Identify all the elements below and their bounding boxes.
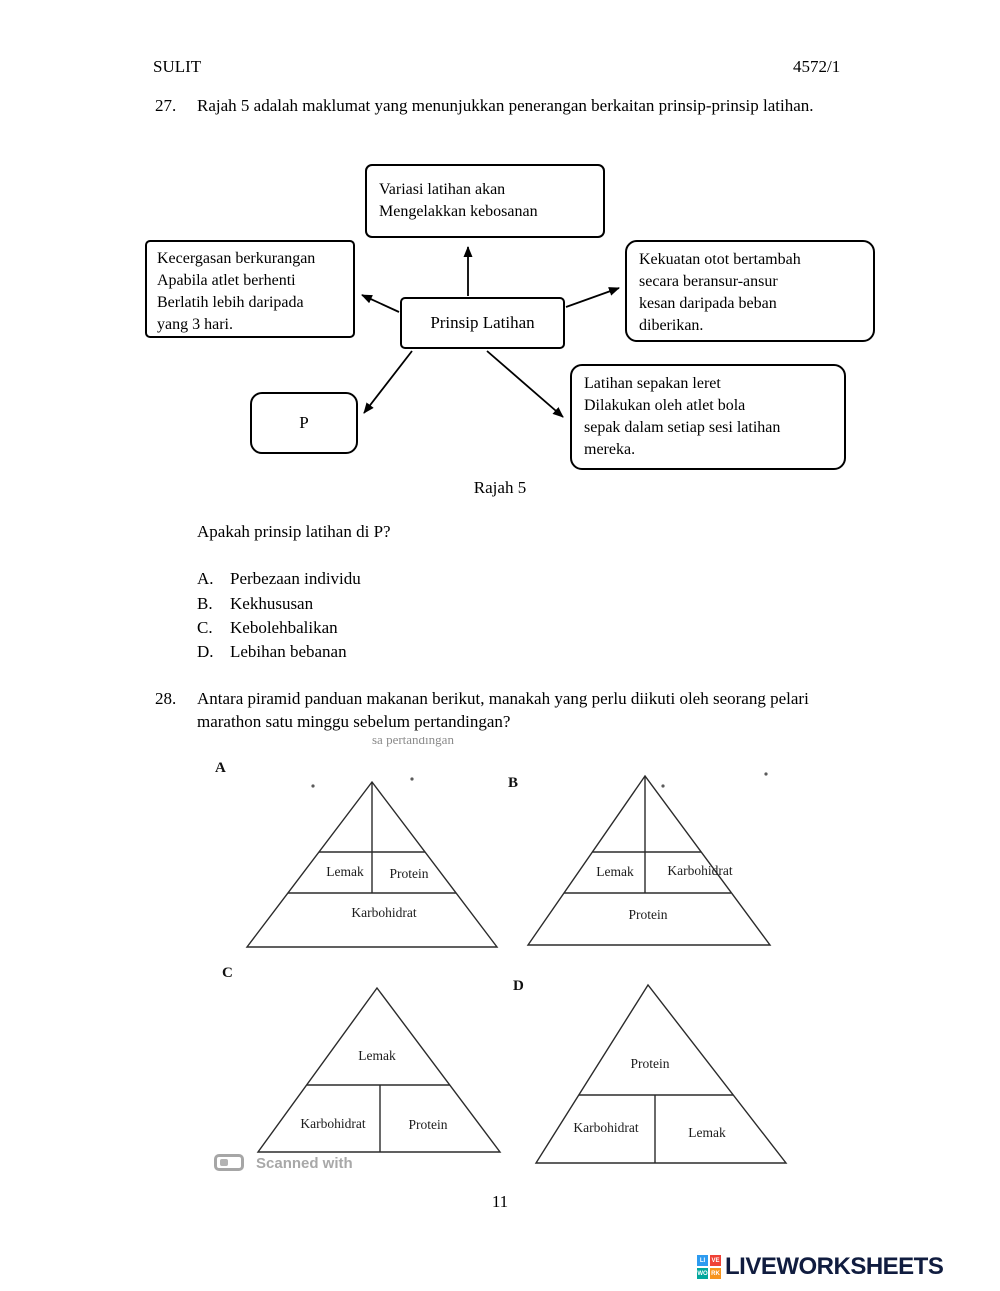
option-c-label: C. [197,618,213,637]
arrow-to-right-box [565,287,620,308]
q28-number: 28. [155,689,177,708]
pyramid-a-protein: Protein [389,866,429,881]
option-d-text: Lebihan bebanan [230,642,347,661]
option-a-label: A. [197,569,214,588]
pyramid-c-lines [256,986,502,1153]
diagram-box-p: P [250,392,358,454]
liveworksheets-wordmark: LIVEWORKSHEETS [725,1253,944,1280]
q27-question: Apakah prinsip latihan di P? [197,522,391,541]
logo-tile-teal: WO [697,1268,708,1279]
pyramid-b-protein: Protein [628,907,668,922]
liveworksheets-tiles-icon: LI VE WO RK [697,1255,721,1279]
diagram-box-prinsip-latihan: Prinsip Latihan [400,297,565,349]
arrow-to-left-box [361,294,400,313]
diagram-caption: Rajah 5 [473,478,527,497]
scanned-with-text: Scanned with [256,1155,353,1170]
header-right: 4572/1 [793,57,841,76]
header-left: SULIT [153,57,202,76]
pyramid-a-letter: A [215,760,227,776]
pyramid-a-lines [245,780,499,948]
arrow-to-p-box [363,350,413,414]
camscanner-icon [214,1154,244,1171]
option-a-text: Perbezaan individu [230,569,361,588]
q27-number: 27. [155,96,177,115]
liveworksheets-logo[interactable]: LI VE WO RK LIVEWORKSHEETS [697,1253,944,1281]
pyramid-c-protein: Protein [408,1117,448,1132]
pyramid-d-karbohidrat: Karbohidrat [573,1120,639,1135]
scan-text-fragment: sa pertandingan [372,737,532,748]
diagram-box-kekuatan: Kekuatan otot bertambah secara beransur-… [625,240,875,342]
pyramid-c-letter: C [222,965,234,981]
pyramid-b-karbohidrat: Karbohidrat [667,863,733,878]
pyramid-d-protein: Protein [630,1056,670,1071]
pyramid-d-lemak: Lemak [688,1125,726,1140]
diagram-box-latihan-sepakan: Latihan sepakan leret Dilakukan oleh atl… [570,364,846,470]
scan-noise-dots [311,772,768,788]
pyramid-d-lines [534,983,788,1164]
q28-text: Antara piramid panduan makanan berikut, … [197,689,809,731]
diagram-box-variasi: Variasi latihan akan Mengelakkan kebosan… [365,164,605,238]
pyramid-d-letter: D [513,978,525,994]
pyramid-b-lemak: Lemak [596,864,634,879]
pyramid-a-karbohidrat: Karbohidrat [351,905,417,920]
option-d-label: D. [197,642,214,661]
logo-tile-orange: RK [710,1268,721,1279]
pyramid-b-letter: B [508,775,520,791]
pyramid-a-lemak: Lemak [326,864,364,879]
arrow-to-bottom-right-box [486,350,564,418]
option-b-text: Kekhususan [230,594,314,613]
option-b-label: B. [197,594,213,613]
logo-tile-blue: LI [697,1255,708,1266]
option-c-text: Kebolehbalikan [230,618,338,637]
diagram-box-kecergasan: Kecergasan berkurangan Apabila atlet ber… [145,240,355,338]
logo-tile-red: VE [710,1255,721,1266]
food-pyramids-drawing [245,774,788,1164]
scan-text-fragment-content: sa pertandingan [372,737,454,747]
pyramid-c-lemak: Lemak [358,1048,396,1063]
pyramid-c-karbohidrat: Karbohidrat [300,1116,366,1131]
q27-text: Rajah 5 adalah maklumat yang menunjukkan… [197,96,814,115]
page-number: 11 [491,1192,509,1211]
